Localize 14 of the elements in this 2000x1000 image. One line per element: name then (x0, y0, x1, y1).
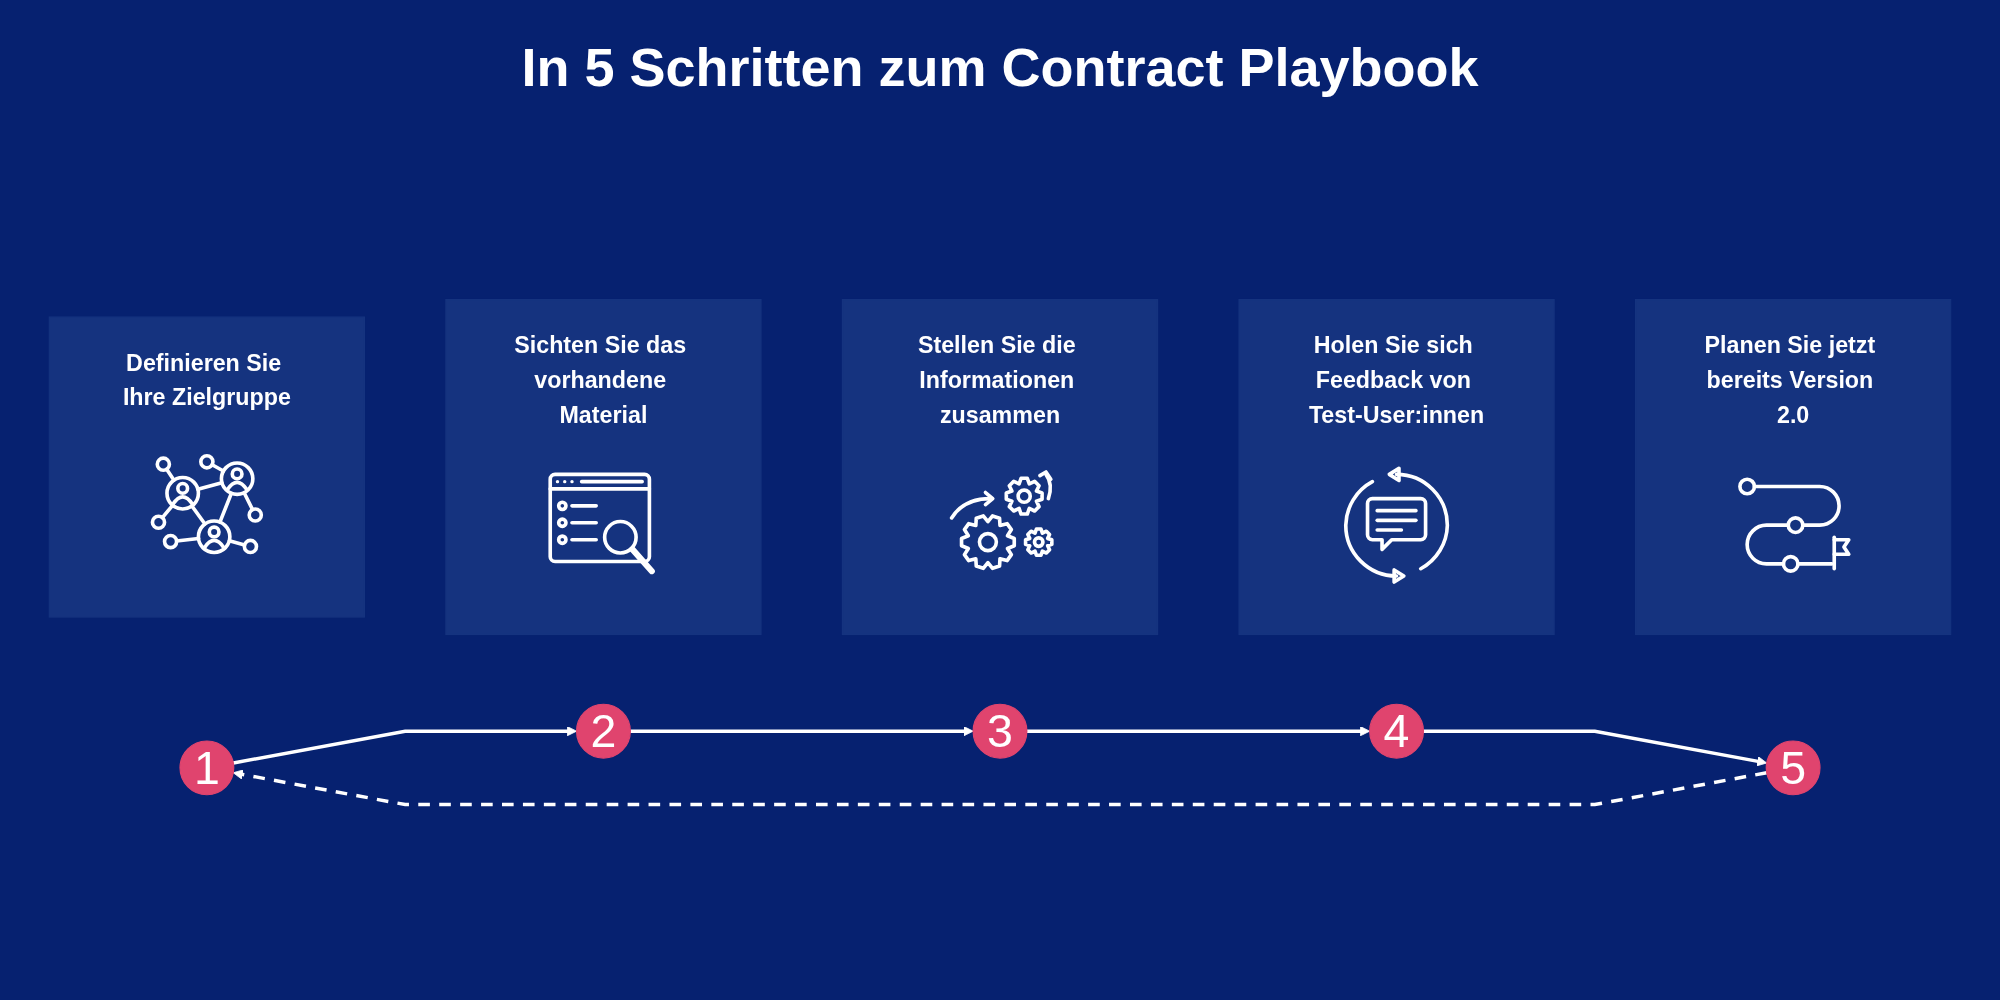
title: In 5 Schritten zum Contract Playbook (521, 36, 1479, 98)
node-circle: 2 (575, 703, 631, 759)
node-box: Definieren Sie Ihre Zielgruppe (48, 316, 366, 618)
arrow (630, 725, 974, 737)
arrow (233, 725, 577, 765)
node-box: Stellen Sie die Informationen zusammen (841, 298, 1159, 635)
node-box: Holen Sie sich Feedback von Test-User:innen (1238, 298, 1555, 635)
arrow (1423, 729, 1768, 767)
node-circle: 1 (179, 740, 235, 796)
node-circle: 5 (1765, 740, 1821, 796)
node-box: Sichten Sie das vorhandene Material (445, 298, 762, 635)
node-circle: 3 (972, 703, 1028, 759)
node-circle: 4 (1369, 703, 1425, 759)
node-box: Planen Sie jetzt bereits Version 2.0 (1634, 298, 1952, 635)
